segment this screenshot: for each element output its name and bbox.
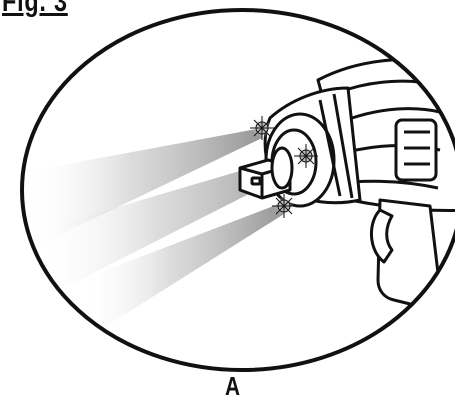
led-lights [250,116,318,218]
callout-label-a: A [225,371,241,401]
detent-pin [250,176,262,186]
housing-rib-2 [351,107,441,120]
light-beams [24,128,304,330]
light-beam-middle [40,152,304,300]
led-middle [294,144,318,168]
detail-oval-frame [20,8,455,372]
impact-wrench [238,57,455,308]
housing-rib-4 [351,179,439,190]
housing-panel [394,118,438,182]
anvil-collar [270,146,294,190]
led-bottom [272,194,296,218]
trigger [369,208,394,264]
light-beam-bottom [80,202,284,330]
figure-title: Fig. 3 [2,0,68,18]
nose-segment-2 [332,93,354,199]
led-top [250,116,274,140]
nose-segment-1 [318,99,342,197]
